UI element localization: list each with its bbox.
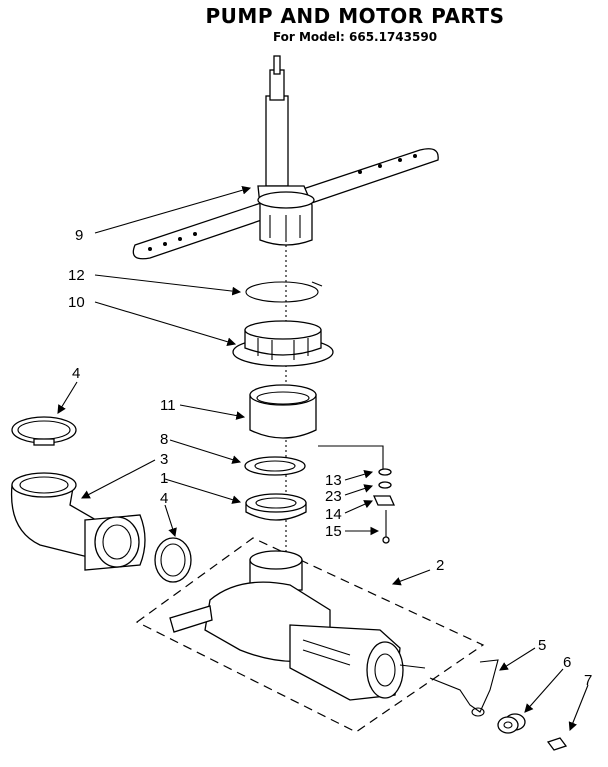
part-3-hose <box>10 472 146 571</box>
callout-23: 23 <box>325 488 342 505</box>
callout-3: 3 <box>160 451 168 468</box>
part-2-pump-motor-assembly <box>135 537 485 733</box>
callout-7: 7 <box>584 672 592 689</box>
callout-12: 12 <box>68 267 85 284</box>
part-5-bracket <box>429 659 499 717</box>
model-number: For Model: 665.1743590 <box>272 30 438 44</box>
callout-4-upper: 4 <box>72 365 80 382</box>
part-11-cup <box>249 384 317 439</box>
part-7-clip <box>546 737 568 751</box>
callout-10: 10 <box>68 294 85 311</box>
part-12-ring <box>245 281 323 303</box>
part-6-bushing <box>497 713 526 734</box>
part-8-seal <box>244 456 306 476</box>
callout-labels: 9 12 10 4 11 8 3 1 4 13 23 14 15 2 5 6 7 <box>68 227 592 689</box>
part-4-clamp-upper <box>11 416 77 446</box>
callout-5: 5 <box>538 637 546 654</box>
callout-6: 6 <box>563 654 571 671</box>
callout-15: 15 <box>325 523 342 540</box>
part-10-housing <box>232 320 334 367</box>
callout-8: 8 <box>160 431 168 448</box>
leader-lines <box>57 185 589 732</box>
callout-11: 11 <box>160 397 176 414</box>
part-9-spray-arm <box>132 55 439 260</box>
part-4-clamp-lower <box>154 537 192 583</box>
callout-13: 13 <box>325 472 342 489</box>
callout-1: 1 <box>160 470 168 487</box>
callout-9: 9 <box>75 227 83 244</box>
part-1-seal <box>245 493 307 521</box>
page-title: PUMP AND MOTOR PARTS <box>205 4 505 28</box>
callout-4-lower: 4 <box>160 490 168 507</box>
callout-2: 2 <box>436 557 444 574</box>
small-hardware-parts <box>318 445 396 544</box>
callout-14: 14 <box>325 506 342 523</box>
